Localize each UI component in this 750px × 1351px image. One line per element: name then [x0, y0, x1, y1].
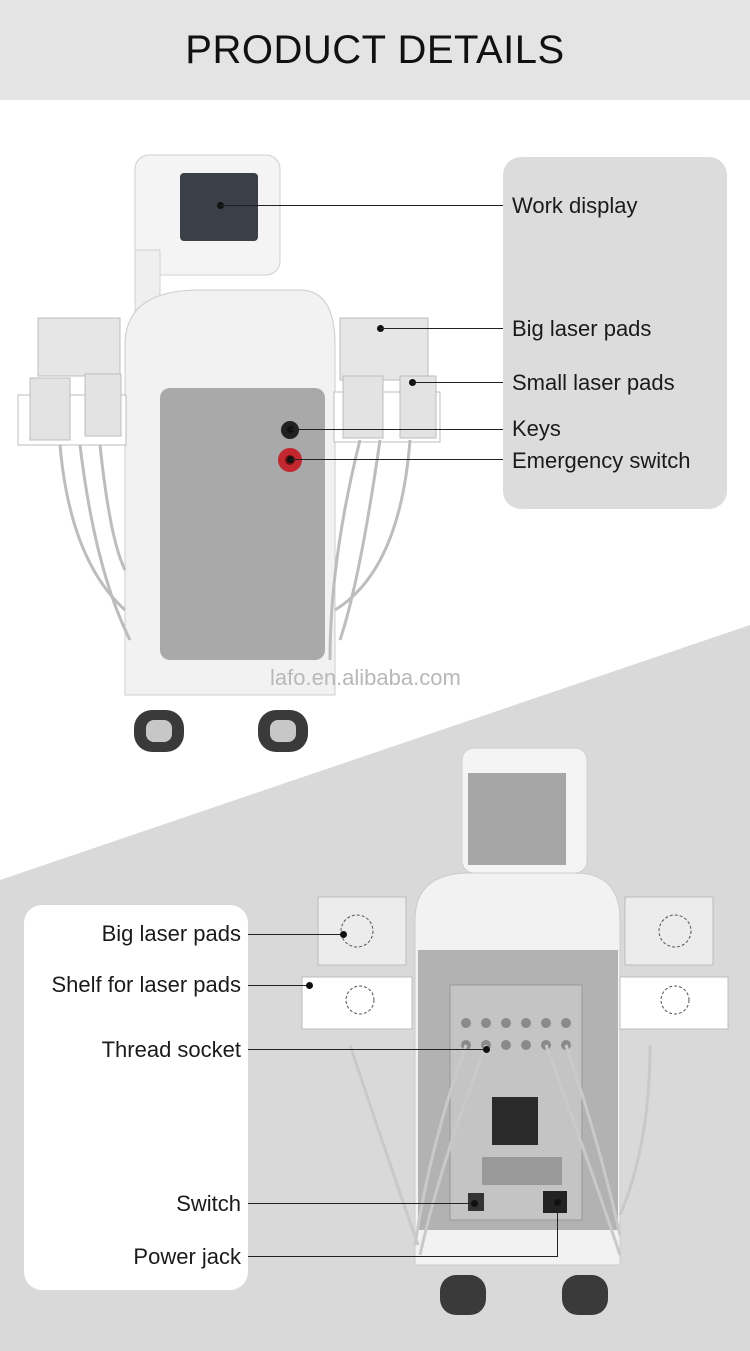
thread-socket-leader [248, 1049, 486, 1050]
switch-leader [248, 1203, 474, 1204]
back-big-laser-pads-dot [340, 931, 347, 938]
back-big-laser-pads-leader [248, 934, 344, 935]
work-display-label: Work display [512, 193, 638, 218]
page-title: PRODUCT DETAILS [185, 28, 565, 72]
front-device-illustration [17, 154, 441, 752]
small-laser-pads-leader [412, 382, 503, 383]
small-laser-pads-label: Small laser pads [512, 370, 675, 395]
thread-socket-label: Thread socket [101, 1037, 241, 1062]
back-device-illustration [301, 747, 729, 1315]
power-jack-leader [248, 1256, 558, 1257]
keys-leader [290, 429, 503, 430]
power-jack-label: Power jack [133, 1244, 241, 1269]
emergency-switch-leader [290, 459, 503, 460]
shelf-dot [306, 982, 313, 989]
big-laser-pads-label: Big laser pads [512, 316, 652, 341]
thread-socket-dot [483, 1046, 490, 1053]
emergency-switch-label: Emergency switch [512, 448, 691, 473]
back-big-laser-pads-label: Big laser pads [101, 921, 241, 946]
shelf-label: Shelf for laser pads [51, 972, 241, 997]
watermark: lafo.en.alibaba.com [270, 665, 461, 690]
switch-dot [471, 1200, 478, 1207]
front-labels-panel [503, 157, 727, 509]
switch-label: Switch [176, 1191, 241, 1216]
work-display-leader [220, 205, 503, 206]
back-labels-panel [24, 905, 248, 1290]
big-laser-pads-leader [380, 328, 503, 329]
power-jack-dot [554, 1199, 561, 1206]
power-jack-leader-vertical [557, 1202, 558, 1257]
keys-label: Keys [512, 416, 561, 441]
shelf-leader [248, 985, 310, 986]
header-bar: PRODUCT DETAILS [0, 0, 750, 100]
